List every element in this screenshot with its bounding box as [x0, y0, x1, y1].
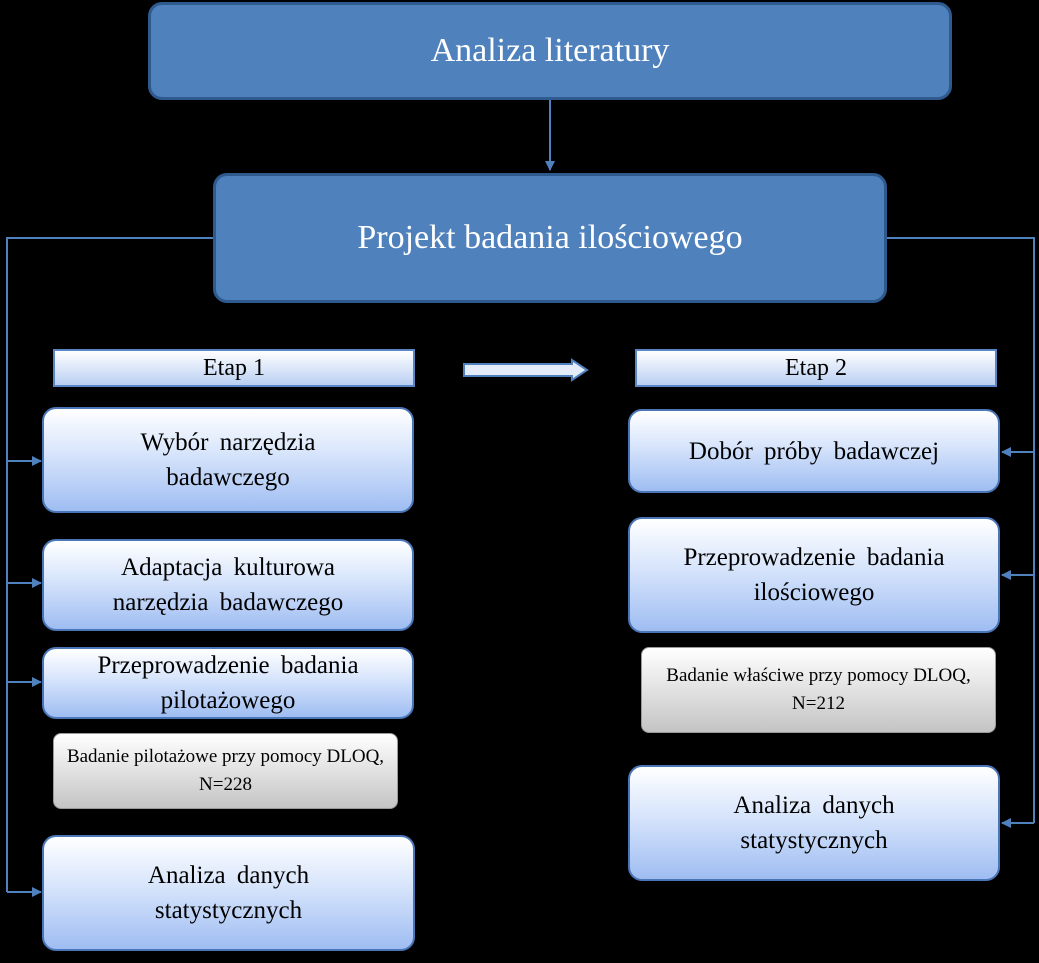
stage2-step-quantitative-study: Przeprowadzenie badania ilościowego	[628, 517, 1000, 633]
project-box: Projekt badania ilościowego	[213, 173, 887, 303]
stage2-step-label: Analiza danych statystycznych	[733, 792, 895, 854]
stage2-step-label: Przeprowadzenie badania ilościowego	[683, 544, 945, 606]
literature-analysis-label: Analiza literatury	[430, 32, 670, 69]
stage2-proper-note: Badanie właściwe przy pomocy DLOQ, N=212	[641, 647, 996, 733]
stage1-header: Etap 1	[53, 349, 415, 387]
stage1-step-cultural-adaptation: Adaptacja kulturowa narzędzia badawczego	[42, 539, 414, 631]
stage1-step-tool-selection: Wybór narzędzia badawczego	[42, 407, 414, 513]
stage2-header: Etap 2	[635, 349, 997, 387]
left-bracket-line	[6, 237, 213, 892]
stage1-step-label: Analiza danych statystycznych	[147, 862, 310, 924]
stage1-pilot-note: Badanie pilotażowe przy pomocy DLOQ, N=2…	[53, 733, 398, 809]
stage2-step-sample-selection: Dobór próby badawczej	[628, 409, 1000, 493]
right-bracket-line	[887, 237, 1035, 823]
stage1-step-pilot-study: Przeprowadzenie badania pilotażowego	[42, 647, 414, 719]
stage1-step-statistical-analysis: Analiza danych statystycznych	[42, 835, 415, 951]
stage2-step-statistical-analysis: Analiza danych statystycznych	[628, 765, 1000, 881]
project-label: Projekt badania ilościowego	[357, 219, 743, 256]
arrow-stage1-to-stage2	[463, 358, 589, 382]
stage1-step-label: Adaptacja kulturowa narzędzia badawczego	[112, 554, 344, 616]
stage1-note-label: Badanie pilotażowe przy pomocy DLOQ, N=2…	[66, 746, 385, 795]
stage1-step-label: Przeprowadzenie badania pilotażowego	[97, 652, 359, 714]
stage2-label: Etap 2	[785, 354, 847, 381]
stage1-label: Etap 1	[203, 354, 265, 381]
stage2-note-label: Badanie właściwe przy pomocy DLOQ, N=212	[666, 665, 971, 714]
literature-analysis-box: Analiza literatury	[148, 2, 952, 100]
stage1-step-label: Wybór narzędzia badawczego	[140, 429, 316, 491]
stage2-step-label: Dobór próby badawczej	[688, 437, 940, 465]
